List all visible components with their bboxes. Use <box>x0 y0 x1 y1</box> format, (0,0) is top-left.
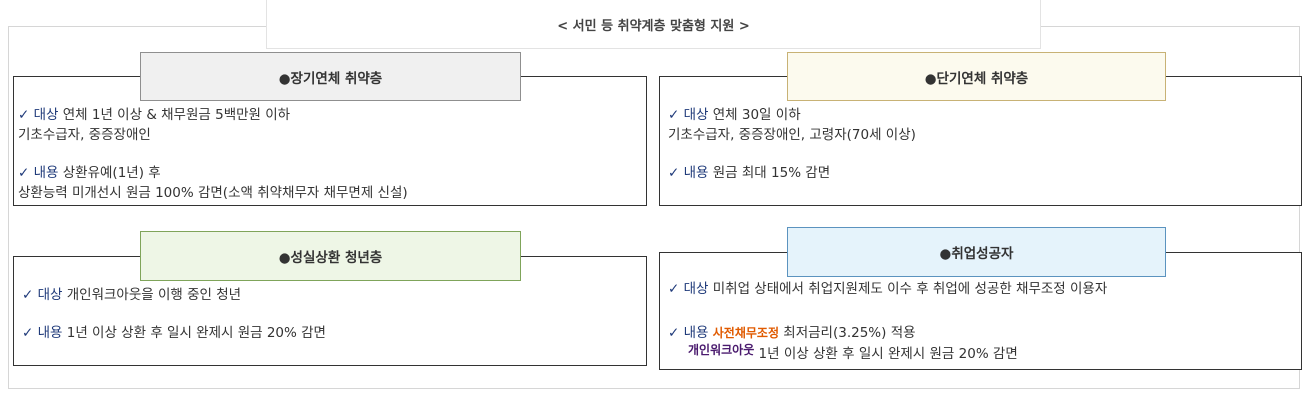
page-title: < 서민 등 취약계층 맞춤형 지원 > <box>266 0 1041 49</box>
target-label: 대상 <box>683 107 709 123</box>
content-label: 내용 <box>33 165 59 181</box>
target-text-2: 기초수급자, 중증장애인, 고령자(70세 이상) <box>668 127 916 143</box>
content-row: ✓ 내용 사전채무조정 최저금리(3.25%) 적용 <box>668 323 916 343</box>
target-label: 대상 <box>33 107 59 123</box>
header-short-term-delinquent: ●단기연체 취약층 <box>787 52 1166 101</box>
target-row: ✓ 대상 연체 30일 이하 <box>668 105 801 125</box>
pre-debt-adjustment-tag: 사전채무조정 <box>712 326 779 340</box>
content-text-2: 상환능력 미개선시 원금 100% 감면(소액 취약채무자 채무면제 신설) <box>18 185 408 201</box>
check-icon: ✓ <box>668 165 680 181</box>
target-label: 대상 <box>37 287 63 303</box>
workout-tag: 개인워크아웃 <box>688 343 755 357</box>
content-text: 원금 최대 15% 감면 <box>712 165 831 181</box>
target-text-2: 기초수급자, 중증장애인 <box>18 127 151 143</box>
target-text: 연체 1년 이상 & 채무원금 5백만원 이하 <box>62 107 291 123</box>
content-row: ✓ 내용 원금 최대 15% 감면 <box>668 163 830 183</box>
check-icon: ✓ <box>18 165 30 181</box>
check-icon: ✓ <box>668 107 680 123</box>
sub-item-text: 최저금리(3.25%) 적용 <box>783 325 916 341</box>
header-employment-success: ●취업성공자 <box>787 227 1166 277</box>
content-text: 1년 이상 상환 후 일시 완제시 원금 20% 감면 <box>66 325 326 341</box>
check-icon: ✓ <box>22 287 34 303</box>
target-row: ✓ 대상 미취업 상태에서 취업지원제도 이수 후 취업에 성공한 채무조정 이… <box>668 279 1107 299</box>
target-text: 연체 30일 이하 <box>712 107 801 123</box>
content-label: 내용 <box>683 165 709 181</box>
header-long-term-delinquent: ●장기연체 취약층 <box>140 52 521 101</box>
target-label: 대상 <box>683 281 709 297</box>
content-label: 내용 <box>37 325 63 341</box>
sub-item-row: 개인워크아웃 1년 이상 상환 후 일시 완제시 원금 20% 감면 <box>688 343 1018 364</box>
target-row: ✓ 대상 연체 1년 이상 & 채무원금 5백만원 이하 <box>18 105 290 125</box>
sub-item-text: 1년 이상 상환 후 일시 완제시 원금 20% 감면 <box>758 346 1018 362</box>
check-icon: ✓ <box>22 325 34 341</box>
content-row: ✓ 내용 1년 이상 상환 후 일시 완제시 원금 20% 감면 <box>22 323 326 343</box>
check-icon: ✓ <box>18 107 30 123</box>
check-icon: ✓ <box>668 281 680 297</box>
target-text: 미취업 상태에서 취업지원제도 이수 후 취업에 성공한 채무조정 이용자 <box>712 281 1108 297</box>
check-icon: ✓ <box>668 325 680 341</box>
content-text: 상환유예(1년) 후 <box>62 165 161 181</box>
content-row: ✓ 내용 상환유예(1년) 후 <box>18 163 161 183</box>
target-row: ✓ 대상 개인워크아웃을 이행 중인 청년 <box>22 285 241 305</box>
header-youth-repayers: ●성실상환 청년층 <box>140 231 521 281</box>
target-text: 개인워크아웃을 이행 중인 청년 <box>66 287 242 303</box>
content-label: 내용 <box>683 325 709 341</box>
